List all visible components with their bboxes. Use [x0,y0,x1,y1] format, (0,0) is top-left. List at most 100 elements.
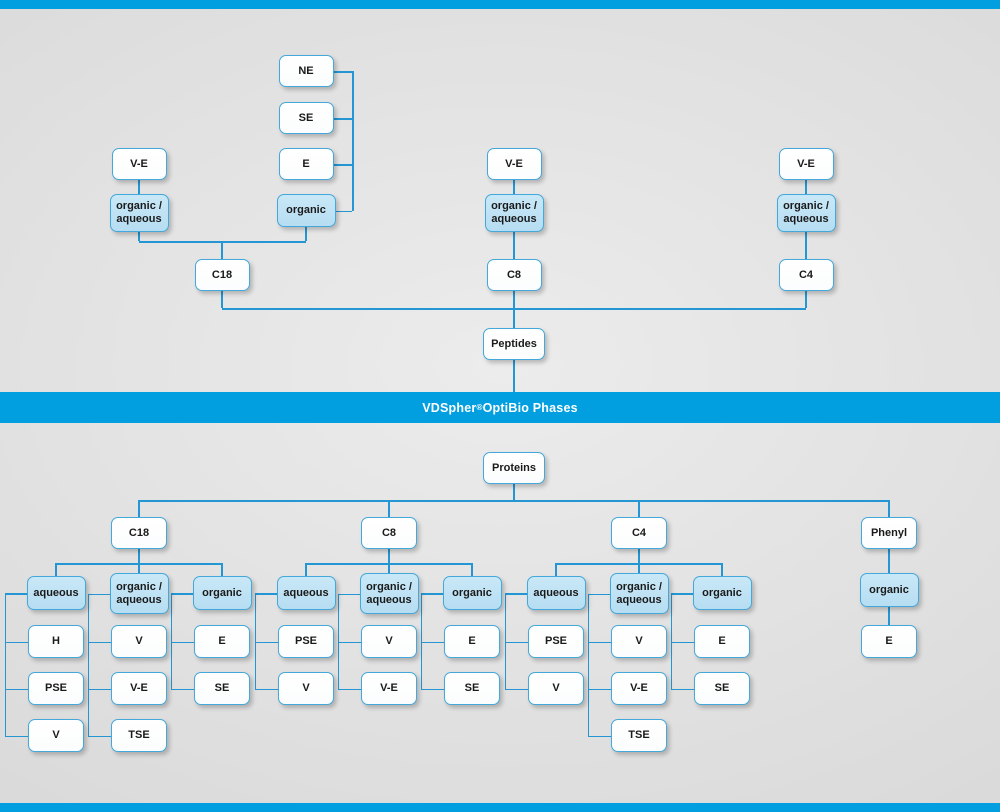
peptides-root-node[interactable]: Peptides [483,328,545,360]
proteins-c8-organic-aqueous-child-ve[interactable]: V-E [361,672,417,705]
connector-c18-aqueous-bracket-top [4,593,27,595]
proteins-c4-mode-organic[interactable]: organic [692,576,752,610]
proteins-c18-aqueous-child-pse[interactable]: PSE [28,672,84,705]
proteins-c8-organic-child-se[interactable]: SE [444,672,500,705]
node-label: V [302,682,310,695]
proteins-c4-organic-aqueous-child-v[interactable]: V [611,625,667,658]
proteins-c8-aqueous-child-pse[interactable]: PSE [278,625,334,658]
peptides-phase-c4[interactable]: C4 [778,259,834,291]
node-label-line1: organic / [116,580,162,593]
connector-c8-organic-stub-0 [420,641,444,644]
proteins-c18-organic-aqueous-child-tse[interactable]: TSE [111,719,167,752]
connector-bus-to-c18 [138,500,140,517]
proteins-c8-mode-organic[interactable]: organic [442,576,502,610]
connector-c4-fan-stem [638,549,640,563]
node-label: C8 [506,268,522,281]
connector-proteins-bus [139,500,889,502]
node-label: E [302,157,310,170]
proteins-phase-c18[interactable]: C18 [111,517,167,549]
connector-c18-aqueous-stub-1 [4,688,28,691]
proteins-c18-mode-aqueous[interactable]: aqueous [26,576,86,610]
peptides-c8-organic-aqueous-child-ve[interactable]: V-E [486,148,542,180]
node-label: PSE [44,682,67,695]
proteins-c4-aqueous-child-pse[interactable]: PSE [528,625,584,658]
connector-c8-organic-aqueous-stub-0 [337,641,361,644]
peptides-phase-c8[interactable]: C8 [486,259,542,291]
peptides-c4-mode-organic-aqueous[interactable]: organic /aqueous [776,194,836,232]
node-label-line1: organic / [366,580,412,593]
proteins-c18-aqueous-child-h[interactable]: H [28,625,84,658]
peptides-c8-mode-organic-aqueous[interactable]: organic /aqueous [484,194,544,232]
node-label: C18 [128,526,150,539]
node-label: C18 [211,268,233,281]
connector-c8-organic-stub-1 [420,688,444,691]
proteins-c18-mode-organic-aqueous[interactable]: organic /aqueous [109,573,169,614]
connector-c18-fan-stem [138,549,140,563]
connector-ne-stub [333,71,352,73]
node-label: PSE [294,635,317,648]
node-label: aqueous [33,586,79,599]
proteins-c4-organic-aqueous-child-ve[interactable]: V-E [611,672,667,705]
proteins-c18-aqueous-child-v[interactable]: V [28,719,84,752]
connector-c18-to-bus [221,291,223,308]
proteins-c4-organic-child-se[interactable]: SE [694,672,750,705]
peptides-c18-mode-organic-aqueous[interactable]: organic /aqueous [109,194,169,232]
node-label-line2: aqueous [116,593,162,606]
peptides-c18-organic-child-se[interactable]: SE [278,102,334,134]
peptides-c18-organic-child-e[interactable]: E [278,148,334,180]
connector-proteins-stem [513,484,515,500]
connector-c18-organic-aqueous-bracket [87,593,90,736]
connector-c18-fan-aqueous [55,563,57,576]
node-label-line2: aqueous [366,593,412,606]
connector-ve-to-mode [805,180,807,194]
node-label: V-E [380,682,398,695]
top-accent-bar [0,0,1000,9]
connector-c4-organic-aqueous-stub-2 [587,735,611,738]
peptides-c18-organic-child-ne[interactable]: NE [278,55,334,87]
peptides-c4-organic-aqueous-child-ve[interactable]: V-E [778,148,834,180]
bottom-accent-bar [0,803,1000,812]
peptides-c18-mode-organic[interactable]: organic [276,194,336,227]
connector-bus-to-phenyl [888,500,890,517]
proteins-c18-organic-aqueous-child-v[interactable]: V [111,625,167,658]
connector-c18-organic-aqueous-bracket-top [87,593,110,596]
connector-c4-organic-stub-1 [670,688,694,691]
proteins-root-node[interactable]: Proteins [483,452,545,484]
proteins-phase-c4[interactable]: C4 [611,517,667,549]
proteins-c4-organic-aqueous-child-tse[interactable]: TSE [611,719,667,752]
proteins-phase-phenyl[interactable]: Phenyl [861,517,917,549]
proteins-phase-c8[interactable]: C8 [361,517,417,549]
proteins-c8-organic-child-e[interactable]: E [444,625,500,658]
proteins-c8-aqueous-child-v[interactable]: V [278,672,334,705]
connector-c4-fan-organic-aqueous [638,563,640,573]
node-label: H [52,635,60,648]
proteins-phenyl-organic-child-e[interactable]: E [861,625,917,658]
peptides-phase-c18[interactable]: C18 [194,259,250,291]
node-label: E [885,635,893,648]
proteins-c8-organic-aqueous-child-v[interactable]: V [361,625,417,658]
node-label-line2: aqueous [616,593,662,606]
proteins-phenyl-mode-organic[interactable]: organic [859,573,919,607]
proteins-c4-organic-child-e[interactable]: E [694,625,750,658]
connector-c4-organic-bracket-top [670,593,693,595]
proteins-c4-mode-organic-aqueous[interactable]: organic /aqueous [609,573,669,614]
proteins-c8-mode-aqueous[interactable]: aqueous [276,576,336,610]
node-label-line1: organic / [491,200,537,213]
proteins-c8-mode-organic-aqueous[interactable]: organic /aqueous [359,573,419,614]
connector-merge-to-c18 [221,241,223,259]
proteins-c4-aqueous-child-v[interactable]: V [528,672,584,705]
node-label: organic [202,586,242,599]
proteins-c18-organic-aqueous-child-ve[interactable]: V-E [111,672,167,705]
proteins-c4-mode-aqueous[interactable]: aqueous [526,576,586,610]
connector-c8-aqueous-bracket-top [254,593,277,595]
peptides-c18-organic-aqueous-child-ve[interactable]: V-E [111,148,167,180]
connector-c4-aqueous-bracket [504,593,507,689]
proteins-c18-mode-organic[interactable]: organic [192,576,252,610]
node-label: organic [869,583,909,596]
proteins-c18-organic-child-e[interactable]: E [194,625,250,658]
connector-bus-to-c8 [388,500,390,517]
connector-c8-fan-stem [388,549,390,563]
connector-c18-aqueous-bracket [4,593,7,736]
proteins-c18-organic-child-se[interactable]: SE [194,672,250,705]
